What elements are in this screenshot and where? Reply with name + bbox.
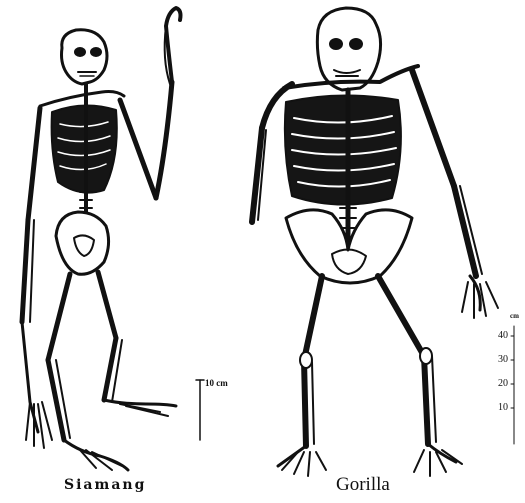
siamang-label: Siamang [64, 477, 146, 493]
gorilla-skeleton [252, 8, 498, 476]
gorilla-label: Gorilla [336, 474, 390, 496]
scale-unit-label: cm [510, 312, 519, 320]
scale-tick-label: 30 [498, 354, 508, 365]
scale-tick-label: 20 [498, 378, 508, 389]
scale-tick-label: 10 [498, 402, 508, 413]
gorilla-skull [317, 8, 380, 90]
scale-tick-label: 40 [498, 330, 508, 341]
siamang-skeleton [22, 8, 181, 470]
scale-bar-left-label: 10 cm [205, 378, 228, 388]
siamang-pelvis [56, 212, 109, 274]
